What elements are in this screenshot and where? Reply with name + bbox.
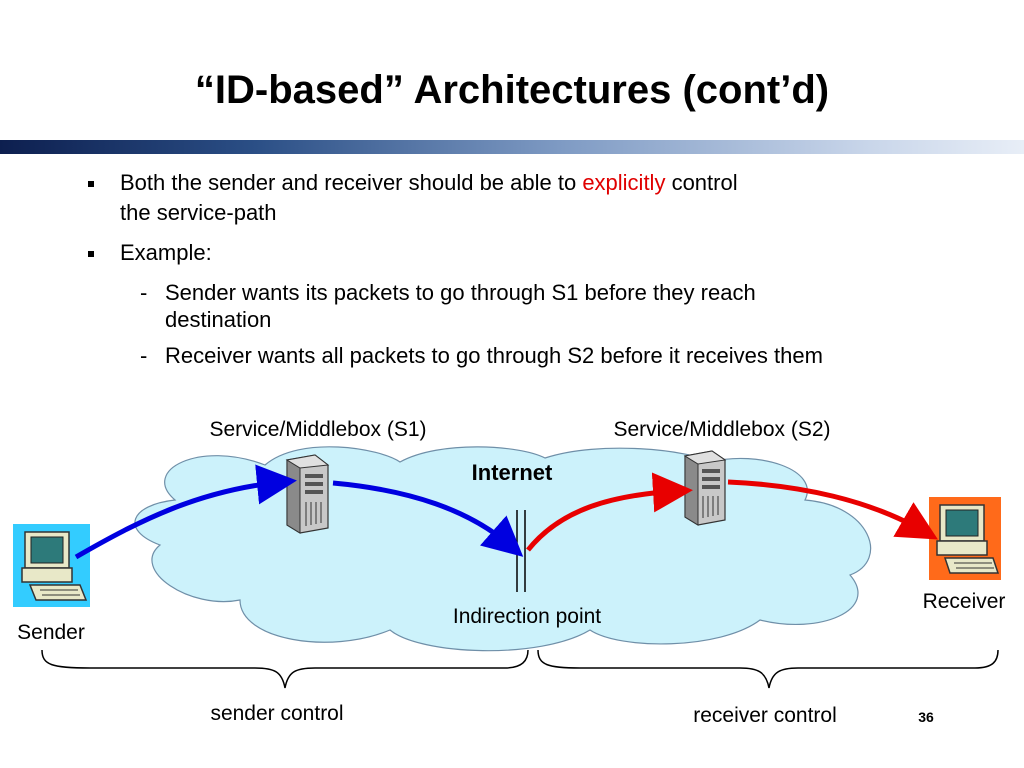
sub-bullet-1-line2: destination bbox=[165, 307, 272, 332]
indirection-point-label: Indirection point bbox=[453, 605, 601, 628]
sender-control-brace bbox=[41, 649, 529, 689]
bullet-1-text: Both the sender and receiver should be a… bbox=[120, 170, 583, 195]
bullet-2: Example: bbox=[120, 240, 212, 265]
server-s2-icon bbox=[683, 450, 727, 526]
internet-label: Internet bbox=[472, 460, 553, 485]
bullet-1-highlight: explicitly bbox=[582, 170, 666, 195]
page-number: 36 bbox=[918, 709, 934, 725]
receiver-control-label: receiver control bbox=[693, 704, 837, 727]
receiver-control-brace bbox=[537, 649, 999, 689]
receiver-path-to-receiver bbox=[727, 479, 938, 540]
s2-label: Service/Middlebox (S2) bbox=[613, 418, 830, 441]
receiver-computer-icon bbox=[929, 497, 1001, 580]
sub-bullet-2: Receiver wants all packets to go through… bbox=[165, 343, 823, 368]
sender-label: Sender bbox=[17, 621, 85, 644]
sender-computer-icon bbox=[13, 524, 90, 607]
bullet-1-line2: the service-path bbox=[120, 200, 277, 225]
s1-label: Service/Middlebox (S1) bbox=[209, 418, 426, 441]
sub-bullet-1: Sender wants its packets to go through S… bbox=[165, 280, 756, 305]
slide-title: “ID-based” Architectures (cont’d) bbox=[194, 68, 830, 112]
sender-control-label: sender control bbox=[210, 702, 343, 725]
receiver-label: Receiver bbox=[923, 590, 1006, 613]
sender-path-to-s1 bbox=[74, 464, 297, 560]
title-divider-bar bbox=[0, 140, 1024, 154]
receiver-path-to-s2 bbox=[526, 472, 693, 552]
bullet-1-text-end: control bbox=[665, 170, 738, 195]
sender-path-to-indirection bbox=[332, 480, 524, 557]
server-s1-icon bbox=[285, 454, 330, 534]
bullet-1: Both the sender and receiver should be a… bbox=[120, 168, 738, 198]
